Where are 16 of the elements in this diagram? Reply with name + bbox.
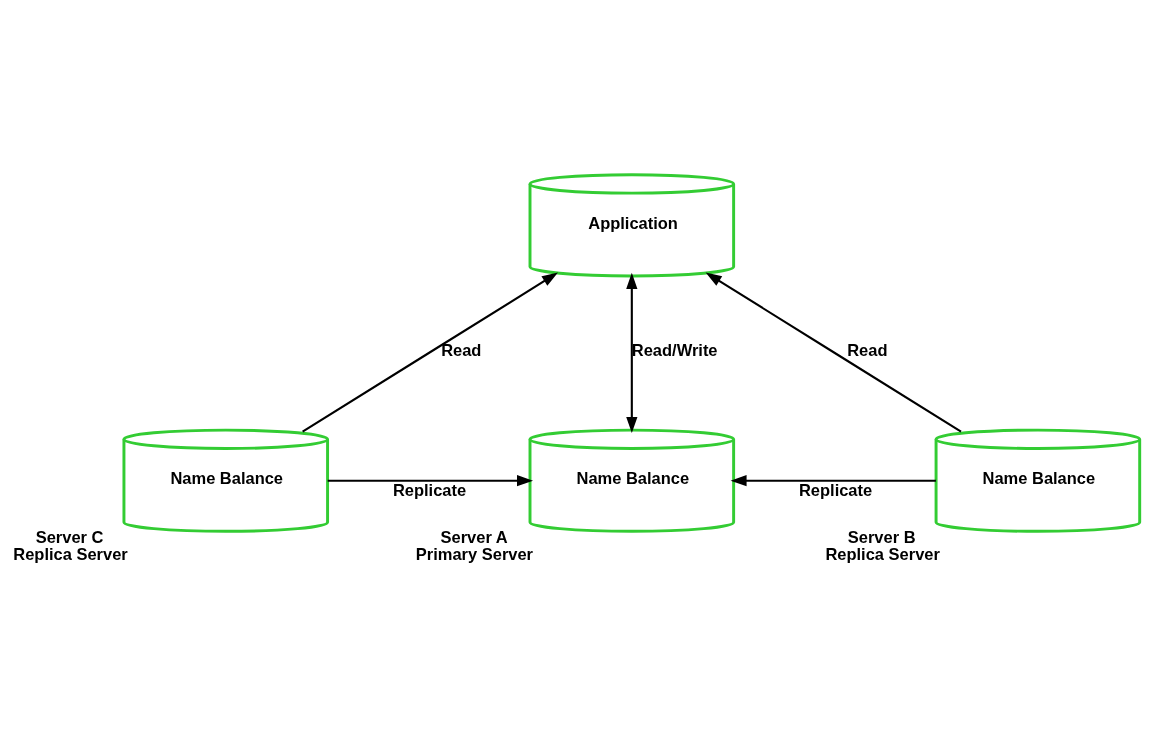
edge-label: Read <box>441 340 482 359</box>
edge-label: Replicate <box>392 480 467 499</box>
arrow <box>730 474 936 486</box>
node-label: Primary Server <box>415 544 534 563</box>
edge-label: Read <box>847 340 888 359</box>
node-label: Replica Server <box>825 544 940 563</box>
arrow <box>626 272 638 433</box>
node-label: Replica Server <box>13 544 128 563</box>
node-label: Server C <box>35 527 104 546</box>
arrow <box>327 474 534 486</box>
arrow <box>705 272 962 433</box>
node-label: Server B <box>847 527 916 546</box>
edge-label: Read/Write <box>631 340 718 359</box>
edge-label: Replicate <box>798 480 873 499</box>
node-label: Server A <box>440 527 508 546</box>
arrow <box>302 272 558 433</box>
